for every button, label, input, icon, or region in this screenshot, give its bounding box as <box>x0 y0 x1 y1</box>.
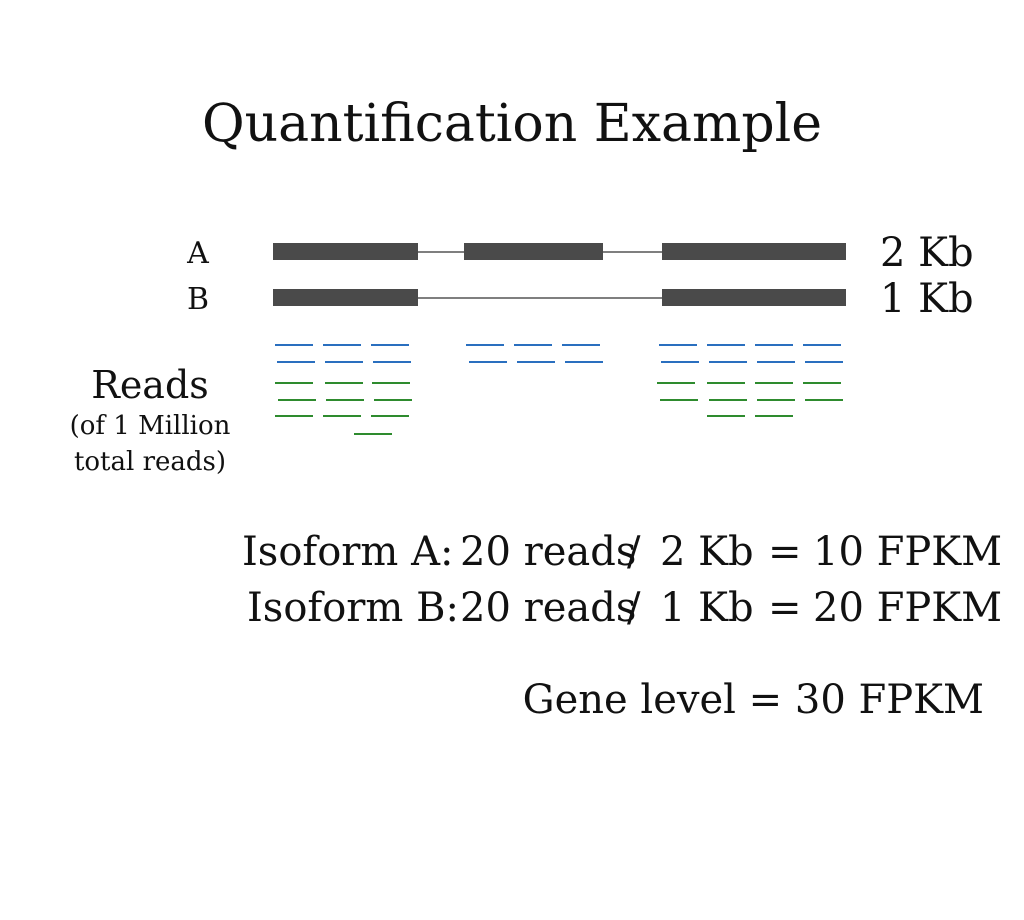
reads-subtitle-line-1: (of 1 Million <box>69 411 231 441</box>
isoform-b-calc-length: 1 Kb <box>660 585 754 631</box>
isoform-b-calc-label: Isoform B: <box>247 585 459 631</box>
reads-subtitle-line-2: total reads) <box>73 447 227 477</box>
isoform-a-track <box>273 243 846 260</box>
reads-blue <box>275 344 843 363</box>
isoform-b-label: B <box>186 282 210 317</box>
isoform-b-calc-reads: 20 reads <box>460 585 637 631</box>
reads-green <box>275 382 843 435</box>
isoform-a-exon-2 <box>464 243 603 260</box>
isoform-b-exon-2 <box>662 289 846 306</box>
isoform-diagram <box>273 243 846 435</box>
isoform-a-calc-op: / <box>627 529 641 575</box>
isoform-b-calc-result: 20 FPKM <box>813 585 1003 631</box>
isoform-a-calc: Isoform A: 20 reads / 2 Kb = 10 FPKM <box>230 528 1002 864</box>
isoform-b-calc-op: / <box>627 585 641 631</box>
slide-title: Quantification Example <box>201 94 823 154</box>
isoform-a-calc-eq: = <box>768 529 802 575</box>
isoform-b-calc-eq: = <box>768 585 802 631</box>
isoform-a-calc-length: 2 Kb <box>660 529 754 575</box>
isoform-a-calc-label: Isoform A: <box>242 529 454 575</box>
isoform-b-track <box>273 289 846 306</box>
isoform-a-calc-result: 10 FPKM <box>813 529 1003 575</box>
isoform-b-length: 1 Kb <box>880 276 974 322</box>
reads-label: Reads <box>91 363 209 407</box>
reads-subtitle: (of 1 Million total reads) <box>50 408 250 480</box>
isoform-a-length: 2 Kb <box>880 230 974 276</box>
gene-level-total: Gene level = 30 FPKM <box>522 677 984 723</box>
isoform-b-calc: Isoform B: 20 reads / 1 Kb = 20 FPKM <box>230 584 1002 920</box>
isoform-a-exon-1 <box>273 243 418 260</box>
isoform-a-label: A <box>187 236 209 271</box>
isoform-a-exon-3 <box>662 243 846 260</box>
isoform-a-calc-reads: 20 reads <box>460 529 637 575</box>
isoform-b-exon-1 <box>273 289 418 306</box>
